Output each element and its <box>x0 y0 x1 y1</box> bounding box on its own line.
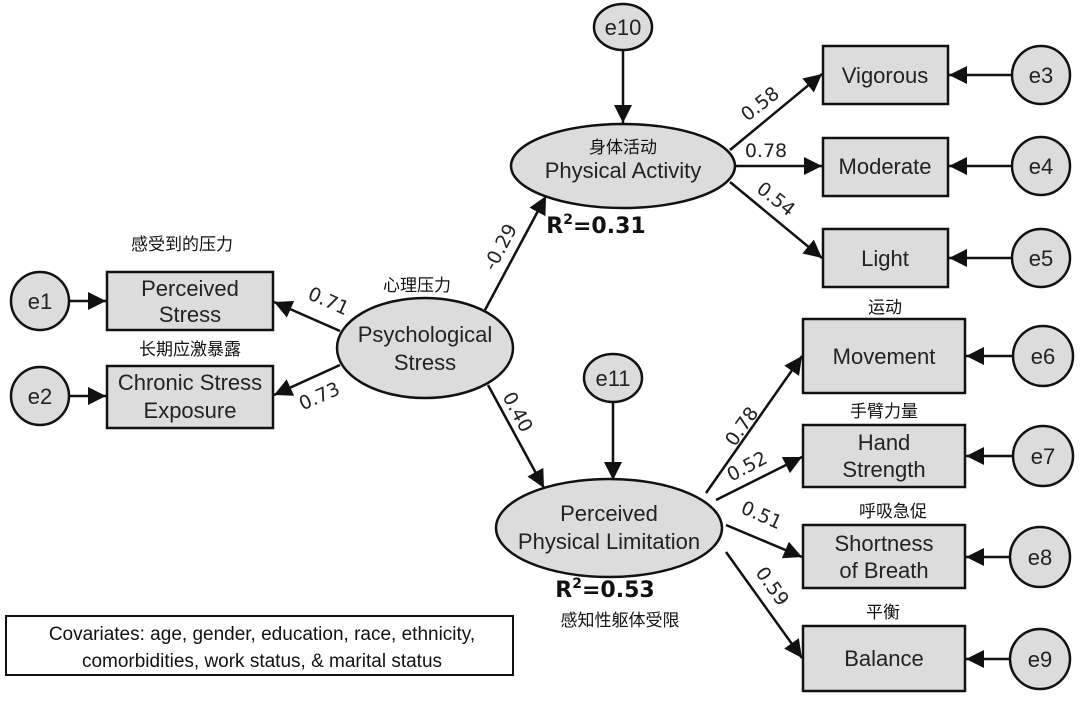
coef-moderate: 0.78 <box>745 140 787 162</box>
error-label: e4 <box>1029 154 1053 179</box>
coef-stress-activity: -0.29 <box>479 220 522 274</box>
latent-perceived-physical-limitation: Perceived Physical Limitation R2=0.53 感知… <box>494 477 724 631</box>
error-label: e9 <box>1028 647 1052 672</box>
coef-chronic-stress: 0.73 <box>296 378 344 415</box>
error-label: e11 <box>595 366 630 391</box>
error-e5: e5 <box>1010 227 1072 289</box>
indicator-label: Movement <box>833 344 936 369</box>
edge-limitation-balance <box>724 551 804 659</box>
indicator-label: Light <box>861 246 909 271</box>
edge-limitation-hand-strength <box>715 455 803 502</box>
error-label: e5 <box>1029 246 1053 271</box>
coef-movement: 0.78 <box>721 403 763 450</box>
indicator-shortness-of-breath: 呼吸急促 Shortness of Breath <box>801 502 967 590</box>
indicator-label-line1: Perceived <box>141 276 239 301</box>
coef-perceived-stress: 0.71 <box>305 283 353 320</box>
latent-label-line1: Psychological <box>358 322 493 347</box>
r-squared-activity: R2=0.31 <box>546 212 645 239</box>
indicator-label-line2: Strength <box>842 457 925 482</box>
edges <box>69 50 1012 668</box>
covariates-line2: comorbidities, work status, & marital st… <box>82 651 442 672</box>
edge-limitation-breath <box>725 523 803 559</box>
indicator-label-cn: 呼吸急促 <box>859 502 927 522</box>
indicator-chronic-stress: 长期应激暴露 Chronic Stress Exposure <box>105 340 275 430</box>
error-label: e6 <box>1031 344 1055 369</box>
error-e2: e2 <box>9 365 71 427</box>
indicator-moderate: Moderate <box>821 136 950 198</box>
indicator-light: Light <box>821 227 950 289</box>
indicator-label-line1: Hand <box>858 430 911 455</box>
coef-shortness-of-breath: 0.51 <box>738 497 786 534</box>
edge-stress-chronic-stress <box>273 363 341 397</box>
latent-label-cn: 心理压力 <box>383 276 451 296</box>
edge-stress-perceived-stress <box>273 300 341 333</box>
error-e1: e1 <box>9 270 71 332</box>
coef-balance: 0.59 <box>751 563 793 610</box>
indicator-label-line1: Shortness <box>834 531 933 556</box>
latent-label: Physical Activity <box>545 158 702 183</box>
edge-stress-limitation <box>486 384 546 489</box>
error-label: e8 <box>1028 545 1052 570</box>
indicator-balance: 平衡 Balance <box>801 603 967 693</box>
indicator-label-line2: Stress <box>159 302 221 327</box>
indicator-label-cn: 平衡 <box>866 603 900 623</box>
latent-label-line2: Stress <box>394 350 456 375</box>
indicator-label-cn: 感受到的压力 <box>131 235 233 255</box>
indicator-label-cn: 手臂力量 <box>850 402 918 422</box>
indicator-label-line2: Exposure <box>144 398 237 423</box>
error-e7: e7 <box>1011 424 1075 488</box>
error-label: e3 <box>1029 63 1053 88</box>
error-e3: e3 <box>1010 44 1072 106</box>
latent-psychological-stress: 心理压力 Psychological Stress <box>335 276 515 400</box>
error-label: e7 <box>1031 444 1055 469</box>
indicator-perceived-stress: 感受到的压力 Perceived Stress <box>105 235 275 332</box>
indicator-label-cn: 运动 <box>868 298 902 318</box>
indicator-vigorous: Vigorous <box>821 44 950 106</box>
error-e9: e9 <box>1008 627 1072 691</box>
latent-label-cn: 身体活动 <box>589 138 657 158</box>
error-e4: e4 <box>1010 135 1072 197</box>
indicator-label: Vigorous <box>842 63 928 88</box>
edge-limitation-movement <box>704 355 804 494</box>
indicator-hand-strength: 手臂力量 Hand Strength <box>801 402 967 489</box>
indicator-label-line2: of Breath <box>839 558 928 583</box>
edge-stress-activity <box>483 195 548 311</box>
coef-vigorous: 0.58 <box>737 83 784 126</box>
disturbance-e10: e10 <box>592 2 654 52</box>
indicator-label: Balance <box>844 646 924 671</box>
error-label: e2 <box>28 384 52 409</box>
coef-hand-strength: 0.52 <box>723 447 771 486</box>
error-label: e1 <box>28 289 52 314</box>
latent-physical-activity: 身体活动 Physical Activity R2=0.31 <box>509 122 737 239</box>
indicator-label: Moderate <box>839 154 932 179</box>
indicator-movement: 运动 Movement <box>801 298 967 395</box>
error-e6: e6 <box>1011 324 1075 388</box>
coef-light: 0.54 <box>752 178 799 221</box>
edge-activity-vigorous <box>729 73 823 151</box>
covariates-note: Covariates: age, gender, education, race… <box>5 615 514 676</box>
indicator-label-line1: Chronic Stress <box>118 370 262 395</box>
disturbance-e11: e11 <box>582 352 644 404</box>
indicator-label-cn: 长期应激暴露 <box>139 340 241 360</box>
covariates-line1: Covariates: age, gender, education, race… <box>49 624 475 645</box>
r-squared-limitation: R2=0.53 <box>555 576 654 603</box>
latent-label-cn: 感知性躯体受限 <box>561 611 680 631</box>
error-label: e10 <box>605 15 642 40</box>
edge-activity-light <box>729 181 823 259</box>
latent-label-line2: Physical Limitation <box>518 529 700 554</box>
latent-label-line1: Perceived <box>560 501 658 526</box>
error-e8: e8 <box>1008 525 1072 589</box>
